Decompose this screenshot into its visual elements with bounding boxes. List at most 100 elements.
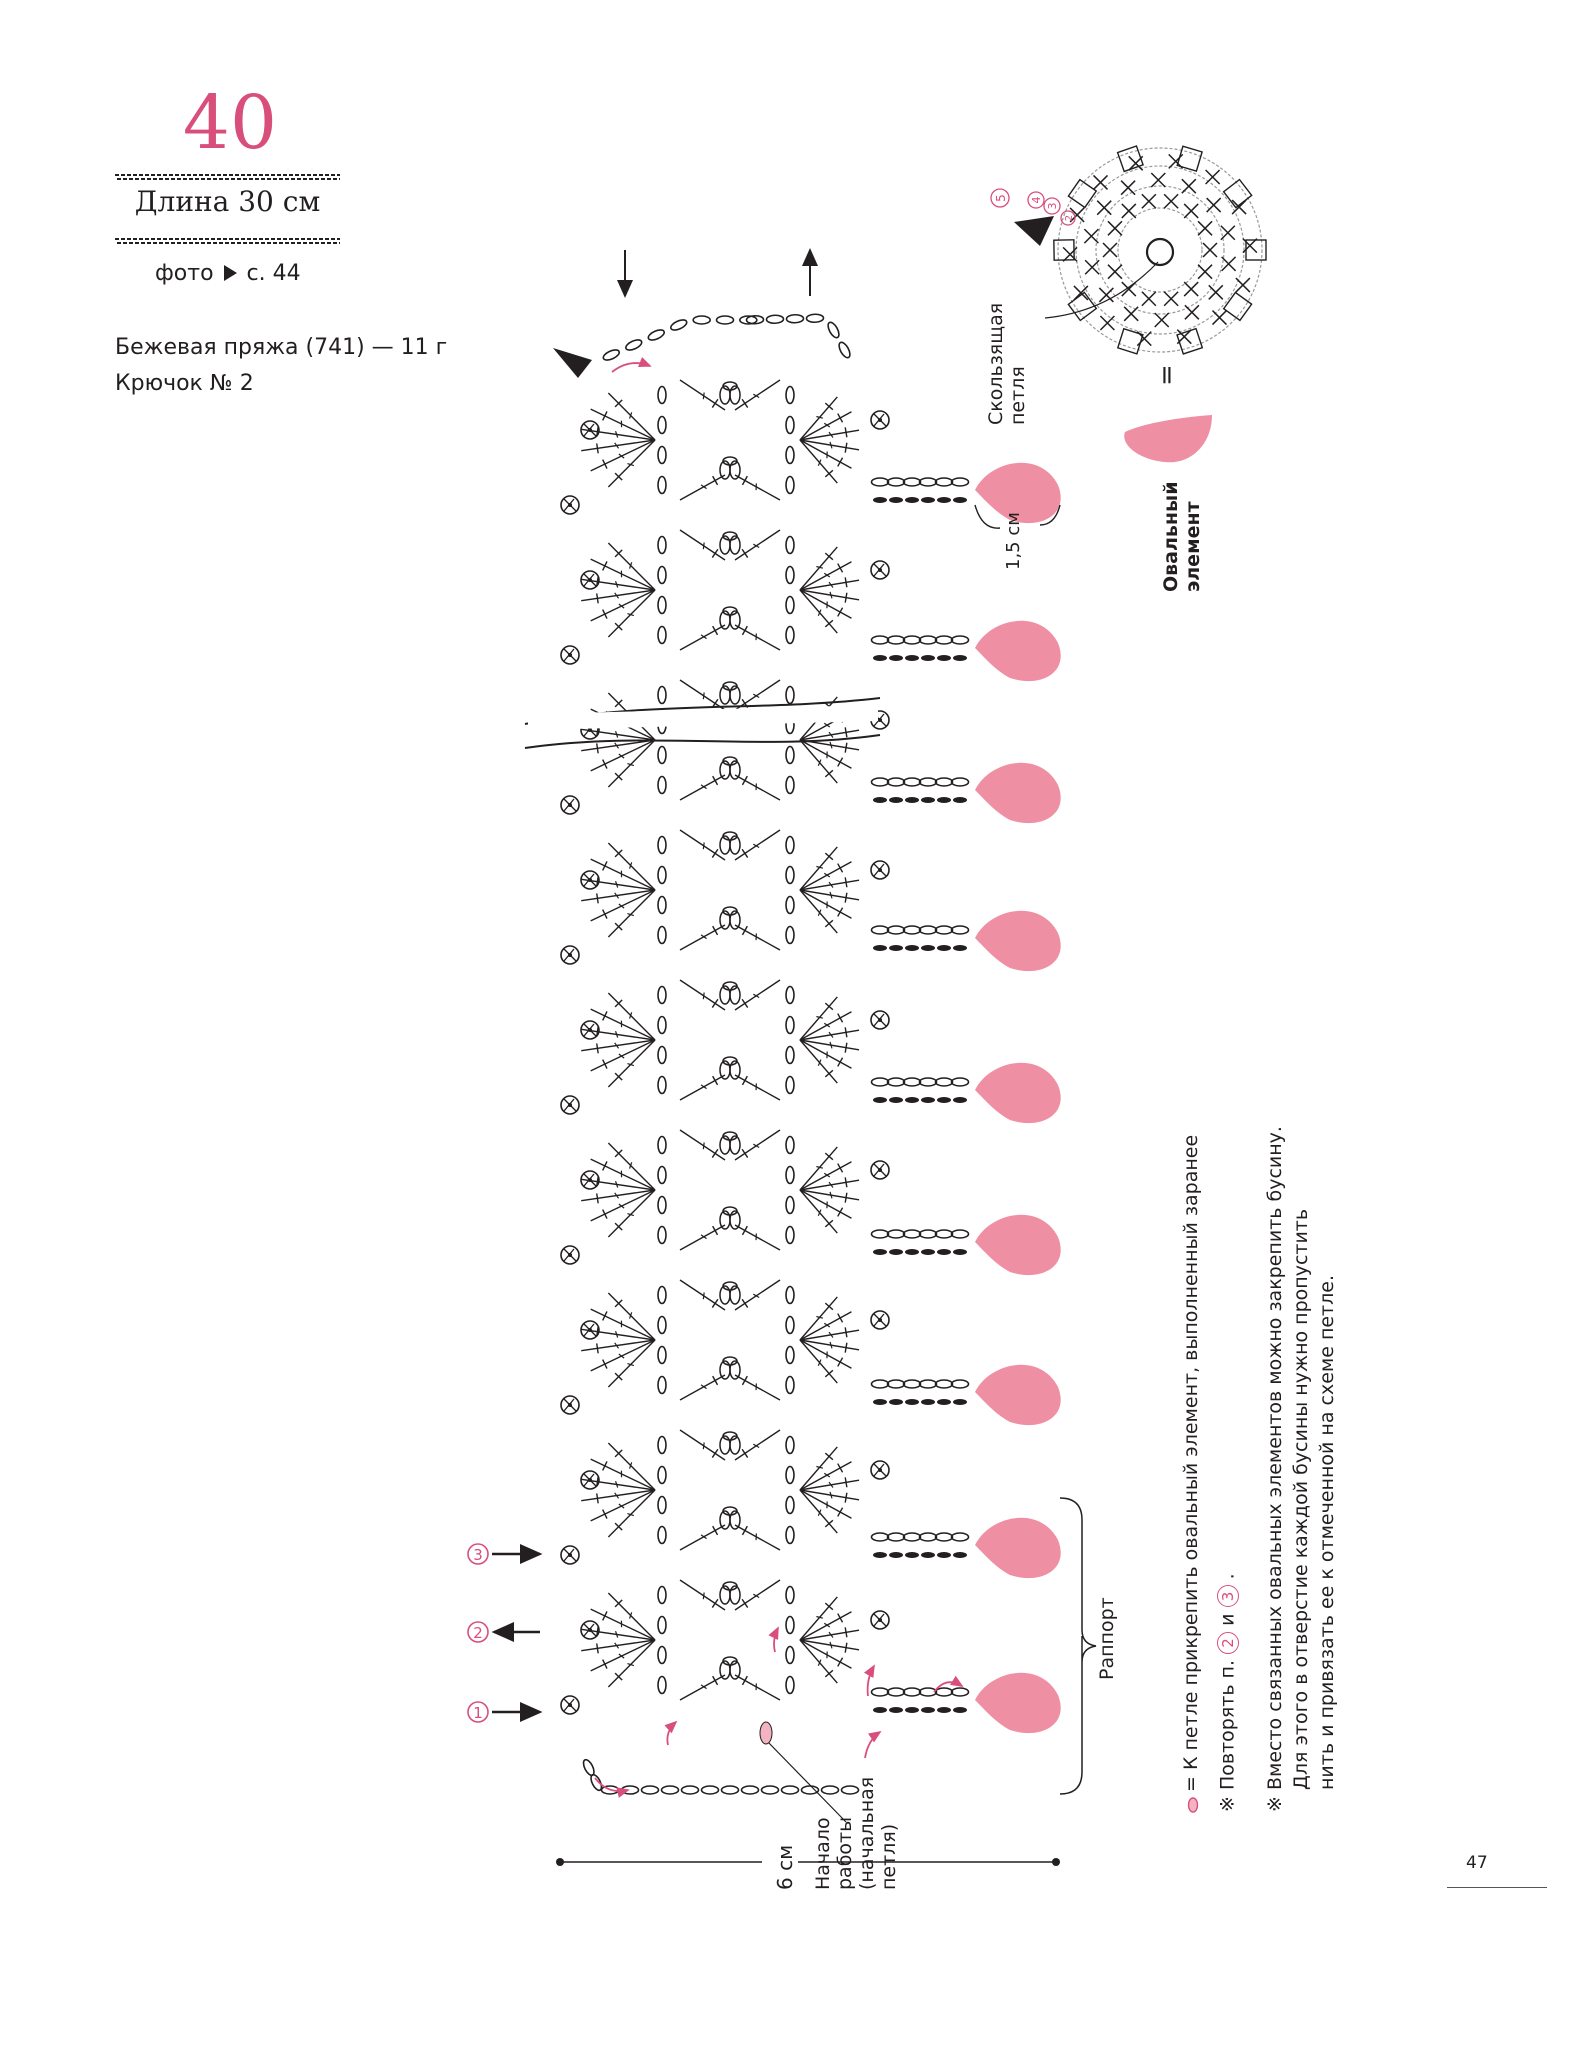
double-crochet-stitch [741,625,748,636]
double-crochet-stitch [753,1293,760,1299]
oval-element-icon [975,1672,1061,1734]
double-crochet-stitch [590,889,656,922]
svg-text:2: 2 [1064,215,1075,221]
chain-stitch [934,477,954,487]
double-crochet-stitch [799,546,838,591]
double-crochet-stitch [614,1299,623,1308]
chain-arch [623,337,644,353]
double-crochet-stitch [799,1329,860,1341]
double-crochet-stitch [799,889,852,919]
double-crochet-stitch [581,1176,656,1191]
double-crochet-stitch [711,548,719,558]
double-crochet-stitch [799,1639,838,1684]
double-crochet-stitch [844,1627,848,1638]
double-crochet-stitch [702,1142,705,1150]
double-crochet-stitch [734,1129,781,1161]
double-crochet-stitch [824,619,834,628]
double-crochet-stitch [607,392,656,441]
double-crochet-stitch [711,848,719,858]
double-crochet-stitch [817,759,822,767]
double-crochet-stitch [618,1503,625,1509]
double-crochet-stitch [799,1011,852,1041]
double-crochet-stitch [844,727,848,738]
double-crochet-stitch [602,1359,608,1369]
double-crochet-stitch [679,379,726,411]
double-crochet-stitch [607,1442,656,1491]
chain-arch [692,315,711,325]
slip-loop-leader-line [1044,261,1159,319]
double-crochet-stitch [614,1522,623,1531]
double-crochet-stitch [602,1509,608,1519]
double-crochet-stitch [590,439,656,472]
double-crochet-stitch [590,1608,656,1641]
single-crochet-stitch [1141,193,1157,209]
double-crochet-stitch [741,548,749,558]
double-crochet-stitch [734,1224,781,1251]
slip-stitch [905,497,919,503]
double-crochet-stitch [590,408,656,441]
double-crochet-stitch [799,889,860,901]
slip-stitch [921,1552,935,1558]
chain-ring [719,1581,741,1605]
double-crochet-stitch [734,1579,781,1611]
double-crochet-stitch [627,462,635,467]
double-crochet-stitch [741,1225,748,1236]
photo-page: с. 44 [246,261,301,286]
double-crochet-stitch [799,1311,852,1341]
double-crochet-stitch [741,1298,749,1308]
double-crochet-stitch [614,1072,623,1081]
double-crochet-stitch [679,1074,726,1101]
double-crochet-stitch [844,442,848,453]
oval-element-icon [975,1517,1061,1579]
slip-stitch [873,1249,887,1255]
chain-stitch [950,925,970,935]
double-crochet-stitch [753,1593,760,1599]
chain-column [785,1195,795,1215]
double-crochet-stitch [799,996,838,1041]
double-crochet-stitch [741,925,748,936]
double-crochet-stitch [734,624,781,651]
double-crochet-stitch [581,1628,656,1641]
double-crochet-stitch [828,731,834,738]
single-crochet-stitch [1163,193,1179,209]
double-crochet-stitch [590,1639,656,1672]
slip-stitch [921,797,935,803]
double-crochet-stitch [679,1279,726,1311]
double-crochet-stitch [829,891,833,899]
picot [560,1695,580,1715]
double-crochet-stitch [590,1189,656,1222]
double-crochet-stitch [824,1219,834,1228]
chain-column [785,835,795,855]
single-crochet-stitch [1163,291,1179,307]
double-crochet-stitch [741,1448,749,1458]
chain-stitch [950,1229,970,1239]
slip-stitch [905,797,919,803]
double-crochet-stitch [602,561,608,571]
picot [560,945,580,965]
single-crochet-stitch [1098,287,1114,303]
double-crochet-stitch [799,1639,852,1669]
break-gap [528,705,878,731]
double-crochet-stitch [824,469,834,478]
double-crochet-stitch [799,1039,838,1084]
double-crochet-stitch [844,1042,848,1053]
double-crochet-stitch [607,1142,656,1191]
double-crochet-stitch [734,979,781,1011]
chain-column [785,1645,795,1665]
double-crochet-stitch [799,1161,852,1191]
photo-label: фото [155,261,214,286]
slip-stitch [873,1707,887,1713]
single-crochet-stitch [1120,180,1136,196]
picot-square [1222,178,1253,209]
note-repeat-and: и [1216,1613,1239,1626]
foundation-chain [720,1785,740,1795]
double-crochet-stitch [829,1491,833,1499]
slip-stitch [889,797,903,803]
picot [560,1395,580,1415]
double-crochet-stitch [607,1189,656,1238]
double-crochet-stitch [741,998,749,1008]
double-crochet-stitch [741,1375,748,1386]
double-crochet-stitch [799,1177,860,1191]
double-crochet-stitch [679,1674,726,1701]
chain-stitch [902,477,922,487]
